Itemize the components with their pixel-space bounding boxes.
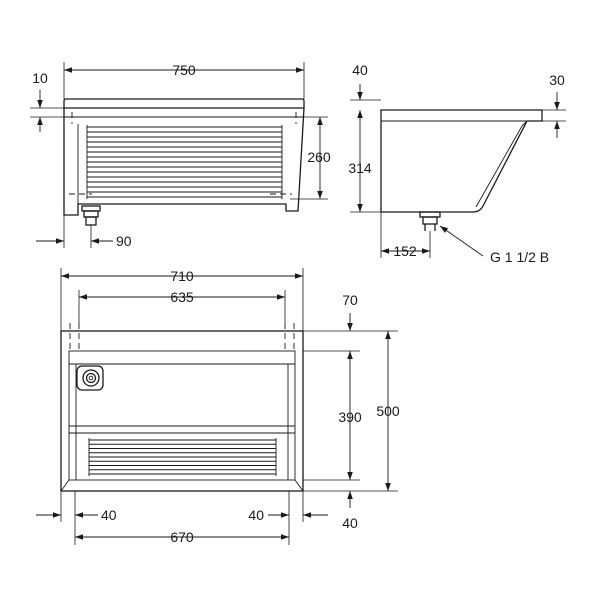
- side-rim-edge: [521, 120, 528, 127]
- side-view: 40 30 314 152 G 1 1/2 B: [348, 62, 566, 265]
- front-outlet-offset-label: 90: [116, 233, 132, 249]
- front-drain-outlet: [81, 205, 101, 226]
- top-front-label: 40: [342, 515, 358, 531]
- top-back-label: 70: [342, 292, 358, 308]
- front-body: [63, 107, 305, 216]
- side-drain-outlet: [419, 211, 441, 231]
- grille-frame: [86, 125, 283, 199]
- grille-frame: [88, 438, 277, 476]
- top-corner-line: [60, 479, 70, 492]
- top-bowl-outline: [68, 350, 296, 481]
- top-outer-outline: [60, 330, 304, 492]
- top-outer-depth-label: 500: [376, 403, 400, 419]
- side-back-label: 40: [352, 62, 368, 78]
- side-thread-label: G 1 1/2 B: [490, 249, 549, 265]
- front-view: 750 10 260 90: [30, 62, 331, 249]
- side-rim-label: 30: [549, 72, 565, 88]
- top-corner-line: [294, 479, 304, 492]
- top-right-label: 40: [248, 507, 264, 523]
- front-width-label: 750: [172, 62, 196, 78]
- top-view: 710 635 70 390 500 40 40 40 670: [36, 268, 400, 545]
- side-inner-edge: [475, 125, 523, 208]
- side-outlet-label: 152: [393, 243, 417, 259]
- side-profile: [380, 109, 543, 213]
- side-depth-label: 314: [348, 160, 372, 176]
- top-drain: [76, 365, 104, 391]
- top-base-width-label: 670: [170, 529, 194, 545]
- thread-leader-line: [439, 225, 484, 257]
- top-inner-depth-label: 390: [338, 409, 362, 425]
- front-rim-label: 10: [32, 70, 48, 86]
- top-outer-width-label: 710: [170, 268, 194, 284]
- top-inner-width-label: 635: [170, 289, 194, 305]
- front-rim: [63, 98, 305, 109]
- front-grille-height-label: 260: [307, 149, 331, 165]
- top-left-label: 40: [101, 507, 117, 523]
- front-grille: [86, 125, 283, 199]
- top-grille: [88, 438, 277, 476]
